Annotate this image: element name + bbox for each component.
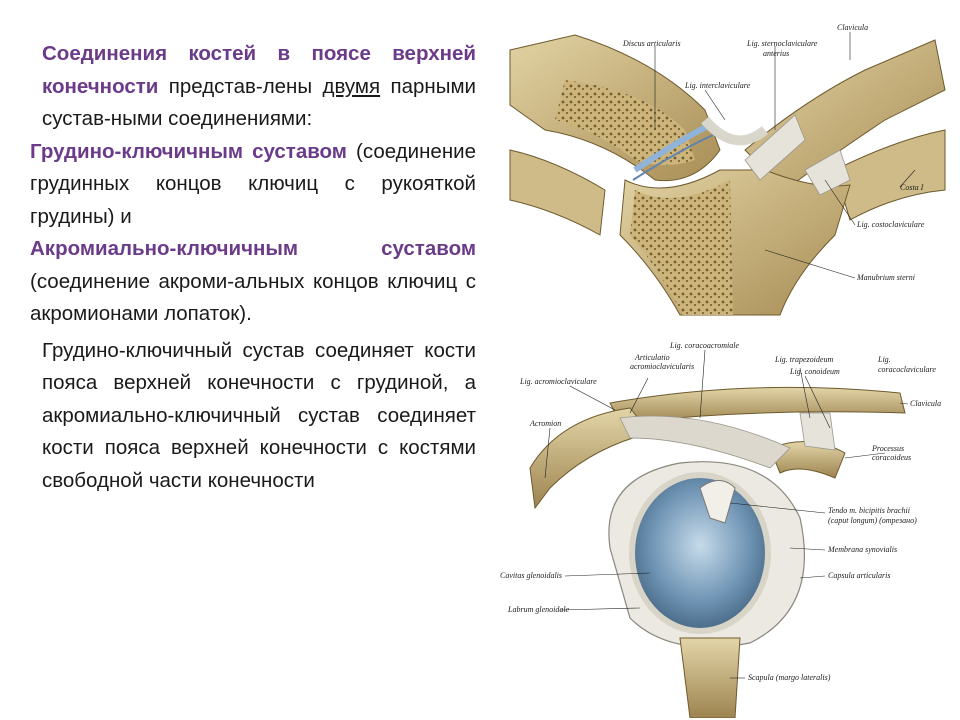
costoclavicular-ligament-shape (804, 149, 851, 196)
rib-right-shape (834, 129, 946, 221)
sternoclavicular-joint-illustration: Discus articularis Lig. sternoclavicular… (505, 20, 950, 320)
label-lig-trapez: Lig. trapezoideum (774, 355, 833, 364)
biceps-tendon-shape (699, 480, 736, 524)
label-manubrium: Manubrium sterni (856, 273, 915, 282)
coracoid-shape (769, 441, 846, 479)
label-caput: (caput longum) (отрезано) (828, 516, 917, 525)
scapula-neck-shape (679, 637, 741, 718)
intro-paragraph: Соединения костей в поясе верхней конечн… (42, 38, 476, 136)
label-processus: Processus (871, 444, 904, 453)
intro-title: Соединения костей в поясе верхней конечн… (42, 42, 476, 98)
label-lig-coracoacr: Lig. coracoacromiale (669, 341, 739, 350)
label-labrum: Labrum glenoidale (507, 605, 570, 614)
label-capsula: Capsula articularis (828, 571, 890, 580)
label-anterius: anterius (763, 49, 789, 58)
label-coracoideus: coracoideus (872, 453, 911, 462)
label-clavicula-1: Clavicula (837, 23, 868, 32)
sternoclavicular-paragraph: Грудино-ключичным суставом (соединение г… (30, 136, 476, 234)
intro-text-b: парными сустав-ными соединениями: (42, 74, 476, 131)
manubrium-section (630, 180, 733, 315)
label-scapula: Scapula (margo lateralis) (748, 673, 831, 682)
rib-left-shape (509, 149, 606, 236)
acromioclavicular-text: (соединение акроми-альных концов ключиц … (30, 269, 476, 326)
intro-underlined-word: двумя (322, 74, 381, 98)
glenoid-cavity-shape (629, 472, 771, 634)
label-lig-sternoclav: Lig. sternoclaviculare (746, 39, 818, 48)
articular-disc-shape (633, 122, 712, 173)
left-clavicle-section (555, 80, 695, 165)
label-lig-acromioclav: Lig. acromioclaviculare (519, 377, 597, 386)
label-lig-costoclav: Lig. costoclaviculare (856, 220, 925, 229)
label-cavitas: Cavitas glenoidalis (500, 571, 562, 580)
interclavicular-ligament-shape (701, 116, 769, 146)
acromioclavicular-joint-illustration: Lig. coracoacromiale Articulatio acromio… (500, 338, 950, 718)
slide-text: Соединения костей в поясе верхней конечн… (30, 38, 476, 497)
label-lig-prefix: Lig. (877, 355, 891, 364)
label-articulatio: Articulatio (634, 353, 670, 362)
label-costa: Costa I (900, 183, 924, 192)
label-tendo: Tendo m. bicipitis brachii (828, 506, 910, 515)
label-acromion: Acromion (529, 419, 561, 428)
label-acromioclav: acromioclavicularis (630, 362, 694, 371)
summary-paragraph: Грудино-ключичный сустав соединяет кости… (42, 338, 476, 492)
sternoclavicular-ligament-shape (744, 114, 806, 181)
acromioclavicular-title: Акромиально-ключичным суставом (30, 237, 476, 260)
acromioclavicular-paragraph: Акромиально-ключичным суставом (соединен… (30, 233, 476, 331)
coracoacromial-ligament-shape (619, 415, 791, 469)
sternoclavicular-text: (соединение грудинных концов ключиц с ру… (30, 139, 476, 228)
label-membrana: Membrana synovialis (827, 545, 897, 554)
coracoclavicular-ligament-shape (799, 412, 836, 451)
label-discus: Discus articularis (622, 39, 681, 48)
label-clavicula-2: Clavicula (910, 399, 941, 408)
intro-text-a: представ-лены (158, 74, 323, 98)
label-lig-interclav: Lig. interclaviculare (684, 81, 751, 90)
sternoclavicular-title: Грудино-ключичным суставом (30, 139, 347, 163)
label-coracoclav: coracoclaviculare (878, 365, 936, 374)
label-lig-conoid: Lig. conoideum (789, 367, 840, 376)
